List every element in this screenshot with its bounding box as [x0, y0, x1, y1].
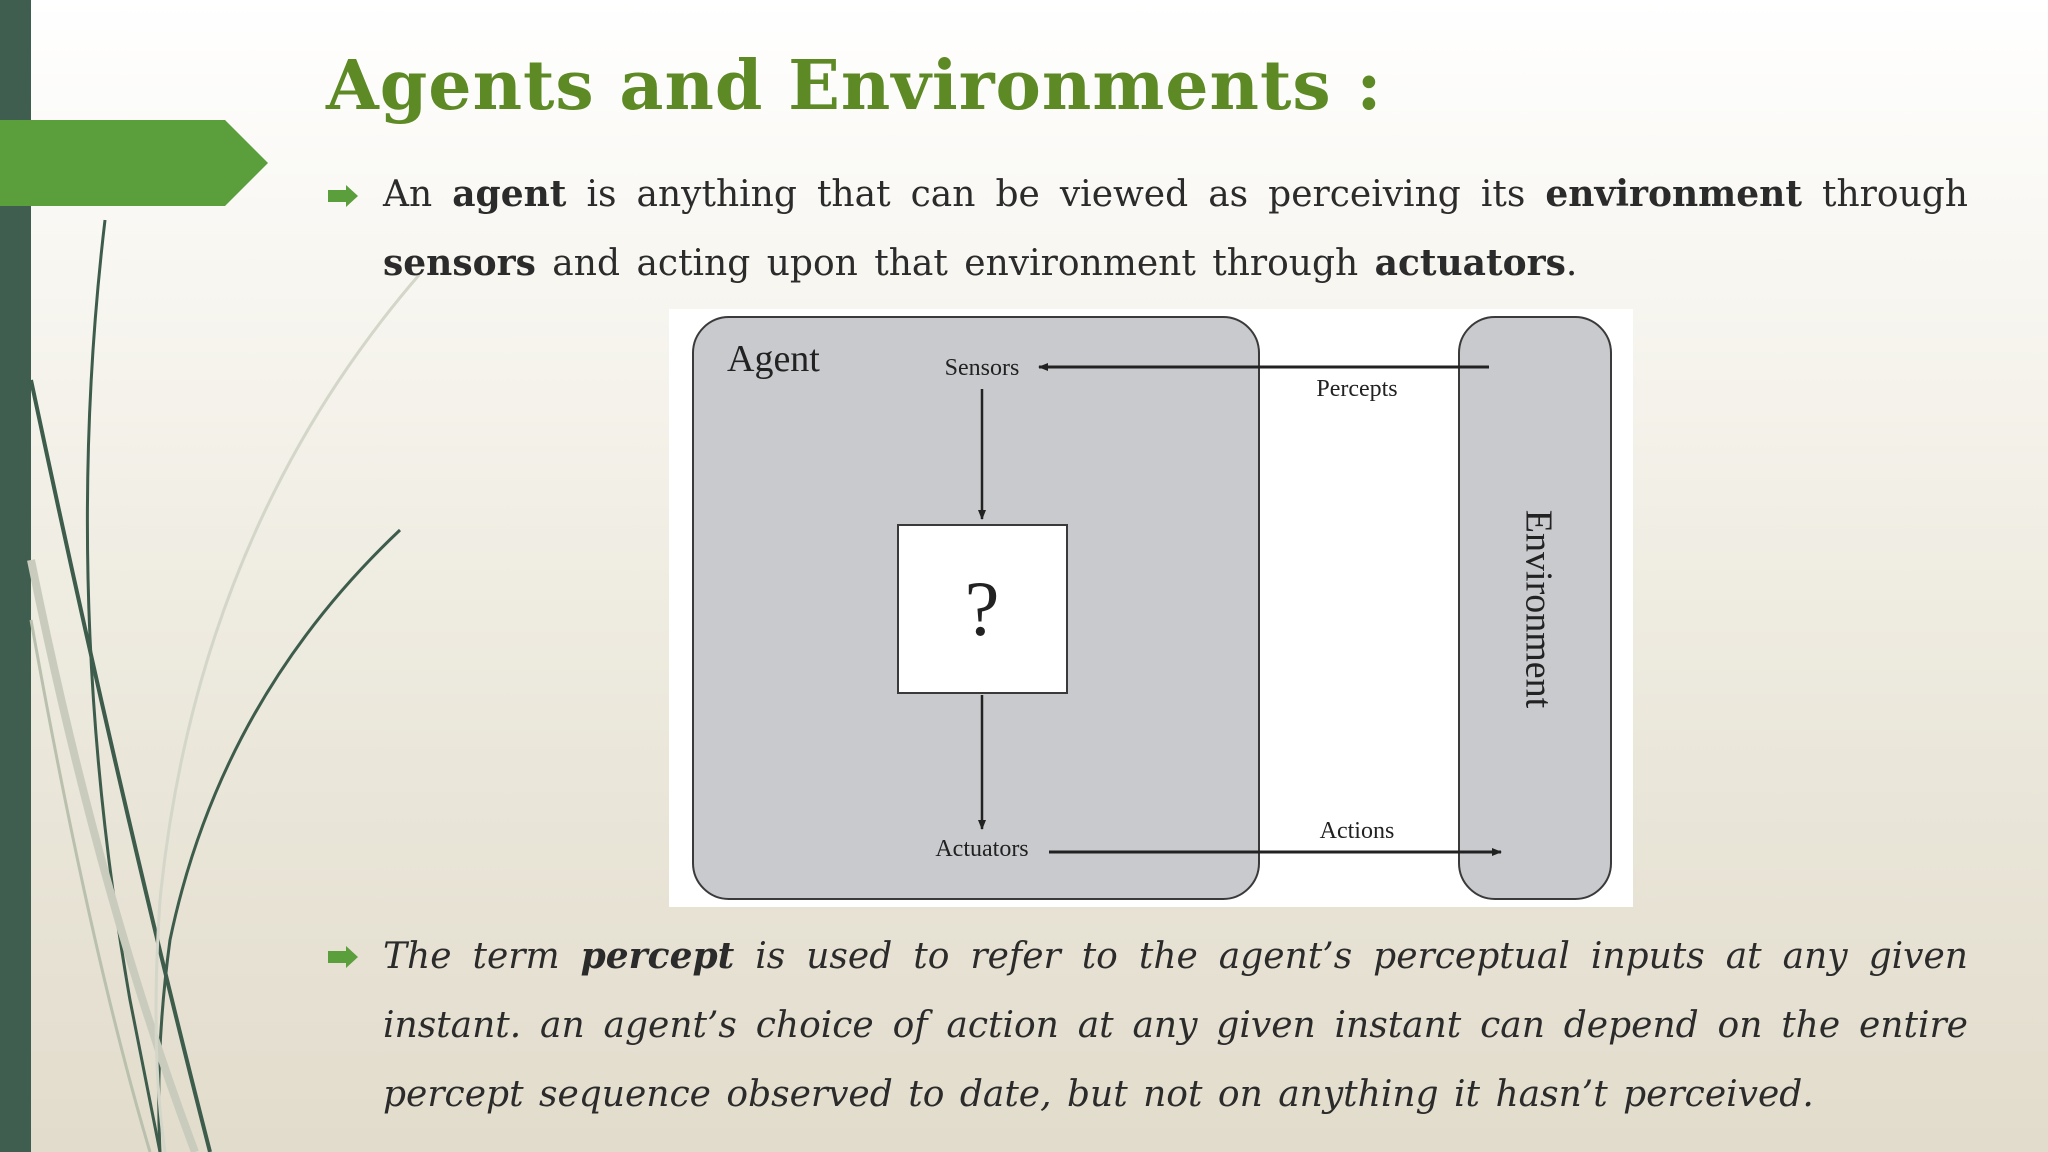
decorative-grass-strokes [27, 219, 420, 1152]
text-segment: is anything that can be viewed as percei… [566, 174, 1546, 215]
text-segment: and acting upon that environment through [535, 243, 1375, 284]
actuators-label: Actuators [935, 836, 1028, 862]
text-segment: . [1565, 243, 1578, 284]
agent-definition-paragraph: An agent is anything that can be viewed … [383, 160, 1968, 298]
unknown-process-box [897, 524, 1068, 694]
accent-arrow-tab [0, 120, 268, 206]
term-sensors: sensors [383, 242, 536, 284]
slide-title: Agents and Environments : [326, 46, 1383, 126]
agent-label: Agent [727, 338, 820, 380]
question-mark-symbol: ? [965, 565, 1000, 652]
term-environment: environment [1545, 173, 1802, 215]
environment-box [1458, 316, 1612, 900]
text-segment: through [1801, 174, 1968, 215]
text-segment: An [383, 174, 453, 215]
percepts-label: Percepts [1316, 376, 1397, 402]
percept-definition-paragraph: The term percept is used to refer to the… [383, 922, 1968, 1129]
agent-environment-diagram: Agent Sensors Percepts ? Actuators Actio… [669, 309, 1633, 907]
bullet-arrow-icon [328, 185, 358, 207]
term-agent: agent [452, 173, 567, 215]
environment-label: Environment [1517, 510, 1559, 709]
text-segment: The term [383, 936, 581, 977]
text-segment: is used to refer to the agent’s perceptu… [383, 936, 1968, 1115]
term-percept: percept [580, 935, 735, 977]
term-actuators: actuators [1374, 242, 1566, 284]
sensors-label: Sensors [945, 355, 1020, 381]
bullet-arrow-icon [328, 946, 358, 968]
actions-label: Actions [1320, 818, 1395, 844]
